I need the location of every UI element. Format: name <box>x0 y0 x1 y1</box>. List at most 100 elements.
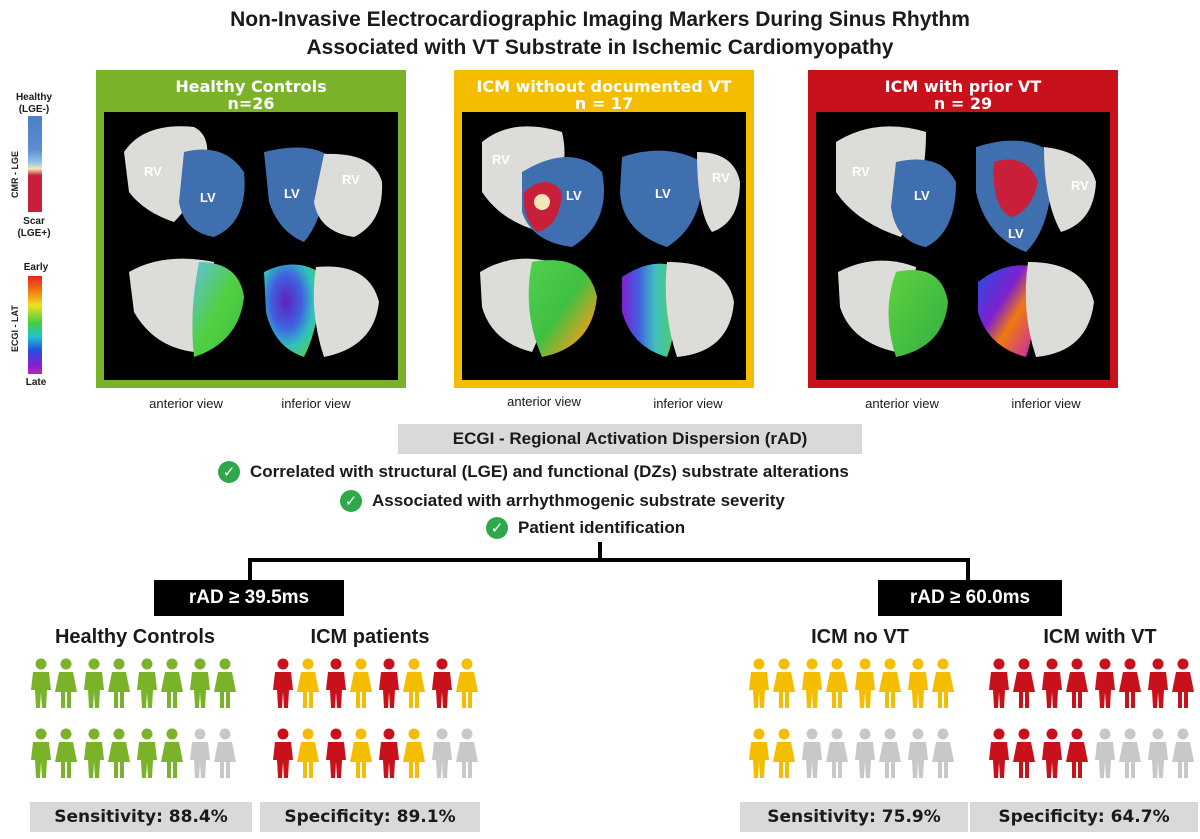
male-person-icon <box>326 728 346 778</box>
panel-title: ICM with prior VT <box>884 77 1042 96</box>
male-person-icon <box>802 728 822 778</box>
female-person-icon <box>108 658 130 708</box>
male-person-icon <box>802 658 822 708</box>
lv-label: LV <box>914 188 930 203</box>
female-person-icon <box>773 728 795 778</box>
rad-title: ECGI - Regional Activation Dispersion (r… <box>398 424 862 454</box>
view-label: anterior view <box>507 394 581 409</box>
male-person-icon <box>908 658 928 708</box>
legend-lge-neg: (LGE-) <box>18 104 50 115</box>
panel-n: n = 17 <box>574 94 634 113</box>
patient-icon-grids <box>31 658 1194 778</box>
heart-renderings: RV LV LV RV <box>816 112 1110 380</box>
female-person-icon <box>1066 658 1088 708</box>
panel-n: n=26 <box>227 94 275 113</box>
female-person-icon <box>826 658 848 708</box>
panel-icm-without-vt: ICM without documented VT n = 17 RV LV L… <box>454 70 754 388</box>
cmr-lge-colorbar <box>28 116 42 212</box>
male-person-icon <box>749 728 769 778</box>
male-person-icon <box>1095 658 1115 708</box>
sensitivity-left: Sensitivity: 88.4% <box>30 802 252 832</box>
panel-icm-with-vt: ICM with prior VT n = 29 RV LV LV RV <box>808 70 1118 388</box>
group-icm-patients: ICM patients <box>310 626 430 648</box>
sensitivity-right: Sensitivity: 75.9% <box>740 802 968 832</box>
female-person-icon <box>1172 728 1194 778</box>
rv-label: RV <box>342 172 360 187</box>
check-text: Correlated with structural (LGE) and fun… <box>250 462 849 481</box>
female-person-icon <box>108 728 130 778</box>
rv-label: RV <box>712 170 730 185</box>
female-person-icon <box>161 728 183 778</box>
male-person-icon <box>31 728 51 778</box>
check-item-2: ✓ Associated with arrhythmogenic substrat… <box>340 490 785 512</box>
female-person-icon <box>350 728 372 778</box>
view-label: anterior view <box>865 396 939 411</box>
male-person-icon <box>273 658 293 708</box>
check-text: Associated with arrhythmogenic substrate… <box>372 491 785 510</box>
legend-cmr-lge: CMR - LGE <box>10 151 20 198</box>
male-person-icon <box>379 658 399 708</box>
male-person-icon <box>31 658 51 708</box>
check-icon: ✓ <box>340 490 362 512</box>
view-label: inferior view <box>1011 396 1081 411</box>
legend-ecgi-lat: ECGI - LAT <box>10 305 20 352</box>
title-line-2: Associated with VT Substrate in Ischemic… <box>306 36 894 59</box>
female-person-icon <box>1066 728 1088 778</box>
female-person-icon <box>55 728 77 778</box>
female-person-icon <box>403 728 425 778</box>
male-person-icon <box>137 728 157 778</box>
view-label: inferior view <box>281 396 351 411</box>
panel-healthy-controls: Healthy Controls n=26 RV LV LV RV <box>96 70 406 388</box>
heart-renderings: RV LV LV RV <box>104 112 398 380</box>
female-person-icon <box>55 658 77 708</box>
female-person-icon <box>773 658 795 708</box>
male-person-icon <box>379 728 399 778</box>
female-person-icon <box>1119 658 1141 708</box>
female-person-icon <box>826 728 848 778</box>
female-person-icon <box>297 728 319 778</box>
legend-lge-pos: (LGE+) <box>17 228 51 239</box>
male-person-icon <box>432 728 452 778</box>
female-person-icon <box>879 728 901 778</box>
legend-early: Early <box>23 262 49 273</box>
group-icm-no-vt: ICM no VT <box>811 626 909 648</box>
lv-label: LV <box>566 188 582 203</box>
title-line-1: Non-Invasive Electrocardiographic Imagin… <box>230 8 970 31</box>
group-icm-with-vt: ICM with VT <box>1043 626 1157 648</box>
female-person-icon <box>456 728 478 778</box>
male-person-icon <box>1042 658 1062 708</box>
male-person-icon <box>855 728 875 778</box>
female-person-icon <box>879 658 901 708</box>
heart-views-healthy: RV LV LV RV <box>124 126 383 357</box>
panel-title: Healthy Controls <box>175 77 327 96</box>
male-person-icon <box>855 658 875 708</box>
female-person-icon <box>214 728 236 778</box>
decision-tree-lines <box>248 542 970 580</box>
rv-label: RV <box>852 164 870 179</box>
male-person-icon <box>190 658 210 708</box>
lv-label: LV <box>284 186 300 201</box>
view-label: anterior view <box>149 396 223 411</box>
legend-scar: Scar <box>23 216 45 227</box>
rv-label: RV <box>144 164 162 179</box>
male-person-icon <box>749 658 769 708</box>
view-label: inferior view <box>653 396 723 411</box>
female-person-icon <box>1013 728 1035 778</box>
female-person-icon <box>1013 658 1035 708</box>
male-person-icon <box>326 658 346 708</box>
panel-n: n = 29 <box>933 94 993 113</box>
female-person-icon <box>214 658 236 708</box>
male-person-icon <box>137 658 157 708</box>
heart-renderings: RV LV LV RV <box>462 112 746 380</box>
specificity-right: Specificity: 64.7% <box>970 802 1198 832</box>
female-person-icon <box>350 658 372 708</box>
group-healthy-controls: Healthy Controls <box>54 626 216 648</box>
male-person-icon <box>1148 658 1168 708</box>
male-person-icon <box>1042 728 1062 778</box>
male-person-icon <box>84 658 104 708</box>
legend-late: Late <box>25 377 47 388</box>
male-person-icon <box>908 728 928 778</box>
check-icon: ✓ <box>218 461 240 483</box>
threshold-right: rAD ≥ 60.0ms <box>878 580 1062 616</box>
heart-views-icm-vt: RV LV LV RV <box>836 126 1096 357</box>
